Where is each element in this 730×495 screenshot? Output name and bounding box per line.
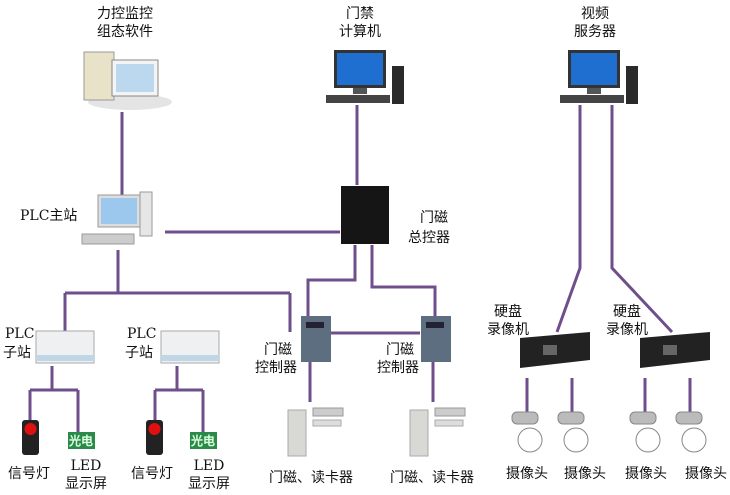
- connections: [28, 105, 692, 432]
- video-server-label-1: 视频: [581, 6, 609, 22]
- door-main-label-1: 门磁: [420, 210, 448, 226]
- led-display-icon: [68, 432, 95, 449]
- video-server-label-2: 服务器: [574, 24, 616, 40]
- access-pc-label-2: 计算机: [339, 24, 381, 40]
- plc-sub-2-label-1: PLC: [127, 326, 156, 342]
- signal-2-label: 信号灯: [131, 466, 173, 482]
- video-server-icon: [560, 50, 638, 104]
- plc-sub-1-label-2: 子站: [3, 345, 31, 361]
- plc-master-computer-icon: [81, 191, 153, 245]
- door-controller-icon: [301, 316, 451, 362]
- led-1-label-2: 显示屏: [65, 476, 107, 492]
- camera-4-label: 摄像头: [685, 466, 727, 482]
- door-main-label-2: 总控器: [408, 230, 450, 246]
- dvr-icon: [520, 332, 710, 368]
- camera-2-label: 摄像头: [564, 466, 606, 482]
- camera-icon: [511, 411, 707, 453]
- led-2-label-2: 显示屏: [188, 476, 230, 492]
- plc-master-label: PLC主站: [20, 208, 77, 224]
- plc-sub-1-label-1: PLC: [5, 326, 34, 342]
- signal-1-label: 信号灯: [8, 466, 50, 482]
- camera-3-label: 摄像头: [625, 466, 667, 482]
- led-display-icon: [190, 432, 217, 449]
- plc-substation-icon: [35, 330, 220, 364]
- door-ctrl-1-label-2: 控制器: [255, 360, 297, 376]
- software-label-2: 组态软件: [97, 24, 153, 40]
- door-reader-icon: [287, 407, 466, 457]
- access-computer-icon: [326, 50, 404, 104]
- dvr-1-label-2: 录像机: [487, 322, 529, 338]
- plc-sub-2-label-2: 子站: [125, 345, 153, 361]
- dvr-2-label-1: 硬盘: [613, 303, 641, 320]
- dvr-2-label-2: 录像机: [606, 322, 648, 338]
- door-ctrl-1-label-1: 门磁: [264, 342, 292, 358]
- dvr-1-label-1: 硬盘: [494, 303, 522, 320]
- led-2-label-1: LED: [194, 458, 225, 474]
- led-1-screen: 光电: [68, 433, 93, 448]
- door-ctrl-2-label-1: 门磁: [386, 342, 414, 358]
- led-2-screen: 光电: [190, 433, 215, 448]
- door-main-controller-icon: [341, 186, 389, 244]
- led-1-label-1: LED: [71, 458, 102, 474]
- software-server-icon: [83, 51, 172, 110]
- signal-light-icon: [22, 420, 163, 455]
- door-ctrl-2-label-2: 控制器: [377, 360, 419, 376]
- reader-2-label: 门磁、读卡器: [390, 469, 474, 486]
- access-pc-label-1: 门禁: [346, 6, 374, 22]
- camera-1-label: 摄像头: [506, 466, 548, 482]
- reader-1-label: 门磁、读卡器: [269, 469, 353, 486]
- software-label-1: 力控监控: [97, 6, 153, 22]
